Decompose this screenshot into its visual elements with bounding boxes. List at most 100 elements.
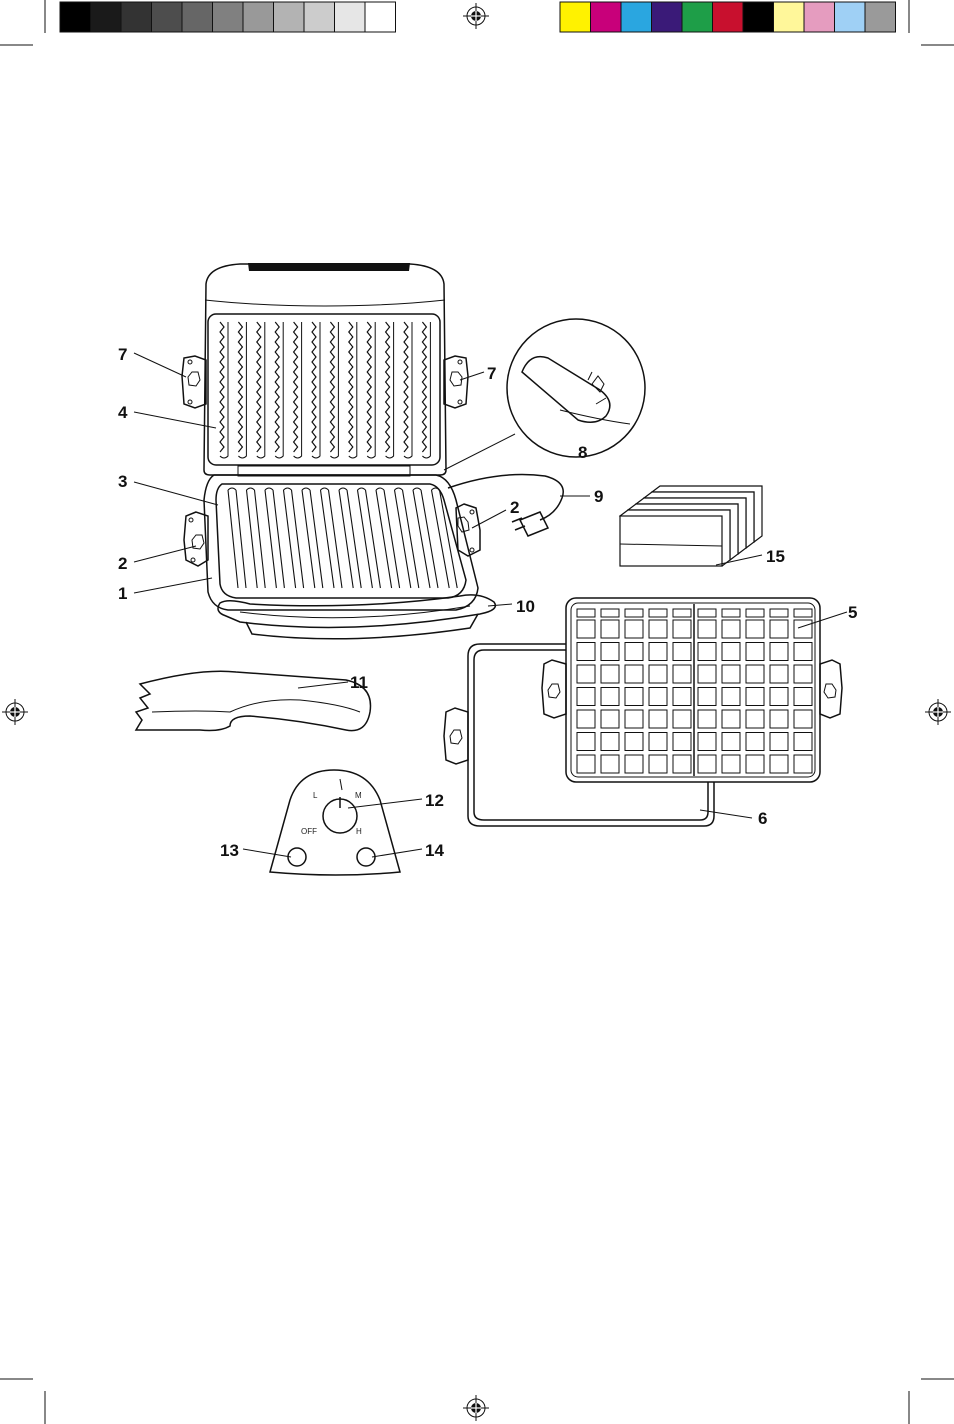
lower-grill-plate-ridges	[228, 488, 457, 588]
waffle-square	[577, 609, 595, 617]
waffle-square	[794, 665, 812, 683]
base-ridge-cap	[376, 488, 384, 490]
waffle-square	[770, 609, 788, 617]
waffle-square	[625, 620, 643, 638]
grayscale-swatch	[182, 2, 213, 32]
callout-1: 1	[118, 584, 127, 603]
waffle-square	[577, 755, 595, 773]
upper-grill-plate-ridges	[220, 322, 430, 458]
waffle-square	[625, 665, 643, 683]
waffle-square	[770, 688, 788, 706]
waffle-square	[698, 688, 716, 706]
process-color-swatch	[713, 2, 744, 32]
waffle-plate-release-right	[820, 660, 842, 718]
lid-plate-release-left	[182, 356, 206, 408]
waffle-square	[722, 665, 740, 683]
waffle-square	[794, 710, 812, 728]
callout-4: 4	[118, 403, 128, 422]
base-ridge	[265, 490, 284, 588]
waffle-plate-release-left	[542, 660, 566, 718]
grayscale-swatch	[121, 2, 152, 32]
lower-grill-base	[204, 475, 478, 610]
process-color-swatch	[591, 2, 622, 32]
process-color-swatch	[560, 2, 591, 32]
base-ridge-cap	[284, 488, 292, 490]
base-ridge	[228, 490, 246, 588]
base-ridge	[247, 490, 266, 588]
callout-9: 9	[594, 487, 603, 506]
waffle-square	[794, 688, 812, 706]
control-panel: L M OFF H	[270, 770, 400, 875]
callout-10: 10	[516, 597, 535, 616]
stacked-plate-face	[620, 516, 722, 566]
waffle-square	[770, 620, 788, 638]
waffle-square	[698, 710, 716, 728]
base-ridge-cap	[302, 488, 310, 490]
waffle-square	[649, 643, 667, 661]
waffle-square	[770, 733, 788, 751]
upper-grill-lid	[204, 263, 446, 476]
waffle-square	[625, 710, 643, 728]
waffle-square	[722, 755, 740, 773]
waffle-square	[649, 733, 667, 751]
waffle-plates	[566, 598, 820, 782]
waffle-square	[794, 733, 812, 751]
process-color-swatch	[621, 2, 652, 32]
base-ridge-cap	[395, 488, 403, 490]
waffle-square	[673, 609, 691, 617]
grayscale-swatch	[304, 2, 335, 32]
waffle-square	[746, 665, 764, 683]
waffle-square	[601, 688, 619, 706]
waffle-square	[698, 755, 716, 773]
waffle-square	[698, 643, 716, 661]
callout-12: 12	[425, 791, 444, 810]
lid-plate-release-right	[444, 356, 468, 408]
waffle-square	[649, 665, 667, 683]
waffle-square	[746, 609, 764, 617]
waffle-square	[673, 643, 691, 661]
waffle-square	[673, 733, 691, 751]
base-ridge	[302, 490, 323, 588]
waffle-square	[746, 688, 764, 706]
waffle-square	[794, 643, 812, 661]
lid-ridge	[367, 322, 371, 452]
waffle-square	[601, 620, 619, 638]
waffle-square	[794, 609, 812, 617]
waffle-square	[770, 755, 788, 773]
dial-label-medium: M	[355, 791, 362, 800]
waffle-square	[625, 688, 643, 706]
lid-ridge	[330, 322, 334, 452]
waffle-square	[625, 733, 643, 751]
waffle-square	[746, 755, 764, 773]
waffle-square	[625, 643, 643, 661]
waffle-square	[673, 710, 691, 728]
base-ridge-cap	[247, 488, 255, 490]
lid-ridge	[294, 322, 298, 452]
callout-2-left: 2	[118, 554, 127, 573]
lid-ridge	[238, 322, 242, 452]
callout-8: 8	[578, 443, 587, 462]
lid-handle	[248, 263, 410, 271]
waffle-square	[698, 665, 716, 683]
lid-ridge	[422, 322, 426, 452]
waffle-square	[601, 665, 619, 683]
callout-11: 11	[350, 673, 368, 692]
callout-6: 6	[758, 809, 767, 828]
process-color-swatch	[774, 2, 805, 32]
process-color-swatch	[865, 2, 896, 32]
waffle-square	[673, 620, 691, 638]
plate-release-detail-inset	[444, 319, 645, 470]
waffle-square	[770, 710, 788, 728]
registration-mark-left	[2, 699, 28, 725]
removable-plate-stack	[620, 486, 762, 566]
base-ridge-cap	[321, 488, 329, 490]
grayscale-swatch	[243, 2, 274, 32]
waffle-square	[746, 620, 764, 638]
base-ridge	[284, 490, 304, 588]
waffle-square	[577, 620, 595, 638]
waffle-square	[649, 620, 667, 638]
waffle-square	[601, 755, 619, 773]
waffle-square	[577, 688, 595, 706]
callout-5: 5	[848, 603, 857, 622]
waffle-square	[577, 643, 595, 661]
